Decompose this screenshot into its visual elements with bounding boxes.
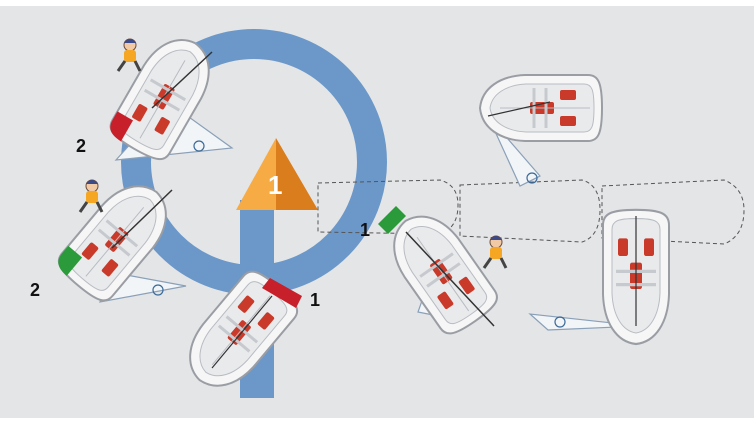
mark-pyramid: 1 xyxy=(236,138,318,210)
boat-bottom-right xyxy=(528,208,671,346)
boat-mid-left-logo-icon xyxy=(152,284,164,296)
boat-bottom-right-logo-icon xyxy=(554,316,566,328)
mark-face-right xyxy=(276,138,318,210)
boat-top-right-boom xyxy=(487,101,551,117)
boat-top-left-label: 2 xyxy=(76,136,86,156)
ghost-outline-1 xyxy=(317,179,459,235)
boat-bottom-center: 1 xyxy=(172,263,320,403)
boat-top-left-mast xyxy=(151,51,213,109)
ghost-outline-3 xyxy=(601,179,745,245)
boat-right-center-mast xyxy=(405,231,495,327)
mark-label: 1 xyxy=(268,170,282,200)
boat-right-center: 1 xyxy=(360,200,508,342)
boat-top-left: 2 xyxy=(76,25,234,167)
boat-right-center-starboard-light xyxy=(378,206,406,234)
boat-top-right xyxy=(478,73,604,187)
boat-mid-left-label: 2 xyxy=(30,280,40,300)
bottom-border xyxy=(0,418,754,424)
boat-top-right-logo-icon xyxy=(526,172,538,184)
mark-face-left xyxy=(236,138,276,210)
boat-right-center-label: 1 xyxy=(360,220,370,240)
boat-top-left-logo-icon xyxy=(193,140,205,152)
top-border xyxy=(0,0,754,6)
boat-mid-left-starboard-light xyxy=(58,245,83,276)
ghost-boat-outlines xyxy=(317,179,745,245)
boat-bottom-center-label: 1 xyxy=(310,290,320,310)
boat-bottom-center-port-light xyxy=(262,278,302,308)
boat-mid-left: 2 xyxy=(30,169,187,309)
boat-bottom-center-mast xyxy=(211,295,273,369)
boat-top-left-port-light xyxy=(110,111,134,142)
boat-mid-left-mast xyxy=(111,189,173,249)
